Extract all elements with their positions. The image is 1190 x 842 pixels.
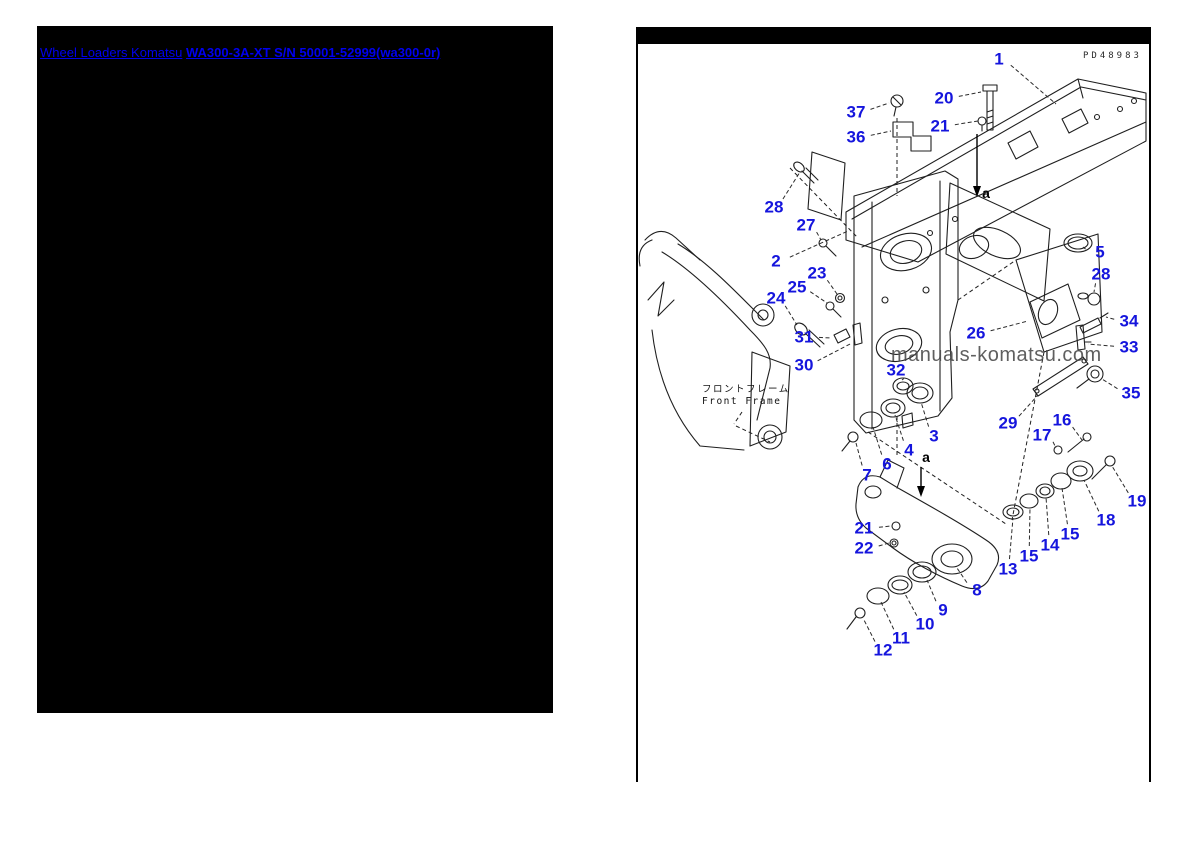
viewer-black-area: Wheel Loaders Komatsu WA300-3A-XT S/N 50…: [37, 26, 553, 713]
part-callout-3[interactable]: 3: [929, 426, 939, 446]
part-callout-16[interactable]: 16: [1052, 410, 1072, 430]
part-callout-22[interactable]: 22: [854, 538, 874, 558]
part-callout-32[interactable]: 32: [886, 360, 906, 380]
frame-label-jp: フロントフレーム: [702, 384, 790, 395]
part-callout-31[interactable]: 31: [794, 327, 814, 347]
part-callout-17[interactable]: 17: [1032, 425, 1052, 445]
part-callout-20[interactable]: 20: [934, 88, 954, 108]
part-callout-34[interactable]: 34: [1119, 311, 1139, 331]
part-callout-9[interactable]: 9: [938, 600, 948, 620]
part-callout-36[interactable]: 36: [846, 127, 866, 147]
part-callout-21[interactable]: 21: [930, 116, 950, 136]
section-label-a-2: a: [922, 449, 930, 465]
part-callout-18[interactable]: 18: [1096, 510, 1116, 530]
part-callout-10[interactable]: 10: [915, 614, 935, 634]
part-callout-1[interactable]: 1: [994, 49, 1004, 69]
part-callout-30[interactable]: 30: [794, 355, 814, 375]
part-callout-33[interactable]: 33: [1119, 337, 1139, 357]
part-callout-28[interactable]: 28: [764, 197, 784, 217]
site-watermark: manuals-komatsu.com: [891, 344, 1102, 366]
diagram-panel-header-bar: [636, 27, 1151, 44]
part-callout-29[interactable]: 29: [998, 413, 1018, 433]
part-callout-13[interactable]: 13: [998, 559, 1018, 579]
part-callout-21[interactable]: 21: [854, 518, 874, 538]
part-callout-26[interactable]: 26: [966, 323, 986, 343]
part-callout-12[interactable]: 12: [873, 640, 893, 660]
part-callout-6[interactable]: 6: [882, 454, 892, 474]
part-callout-25[interactable]: 25: [787, 277, 807, 297]
part-callout-15[interactable]: 15: [1060, 524, 1080, 544]
section-label-a-1: a: [982, 185, 990, 201]
part-callout-15[interactable]: 15: [1019, 546, 1039, 566]
part-callout-35[interactable]: 35: [1121, 383, 1141, 403]
part-callout-37[interactable]: 37: [846, 102, 866, 122]
part-callout-14[interactable]: 14: [1040, 535, 1060, 555]
part-callout-28[interactable]: 28: [1091, 264, 1111, 284]
part-callout-24[interactable]: 24: [766, 288, 786, 308]
part-callout-5[interactable]: 5: [1095, 242, 1105, 262]
breadcrumb-link-model[interactable]: WA300-3A-XT S/N 50001-52999(wa300-0r): [185, 45, 441, 60]
plate-code: PD48983: [1083, 51, 1142, 61]
breadcrumb-link-category[interactable]: Wheel Loaders Komatsu: [40, 45, 183, 60]
part-callout-11[interactable]: 11: [892, 628, 910, 648]
part-callout-23[interactable]: 23: [807, 263, 827, 283]
frame-label-en: Front Frame: [702, 396, 782, 407]
part-callout-27[interactable]: 27: [796, 215, 816, 235]
part-callout-7[interactable]: 7: [862, 465, 872, 485]
part-callout-8[interactable]: 8: [972, 580, 982, 600]
part-callout-4[interactable]: 4: [904, 440, 914, 460]
breadcrumb: Wheel Loaders Komatsu WA300-3A-XT S/N 50…: [40, 45, 440, 60]
part-callout-2[interactable]: 2: [771, 251, 781, 271]
part-callout-19[interactable]: 19: [1127, 491, 1147, 511]
